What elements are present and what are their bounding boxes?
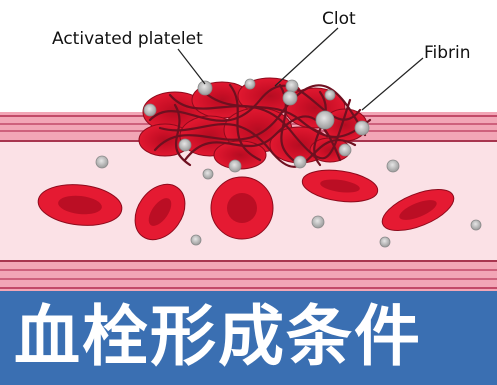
activated-platelet: [325, 90, 335, 100]
activated-platelet: [294, 156, 306, 168]
activated-platelet: [179, 139, 191, 151]
activated-platelet: [144, 104, 156, 116]
activated-platelet-label: Activated platelet: [52, 29, 203, 49]
platelet: [312, 216, 324, 228]
platelet: [191, 235, 201, 245]
fibrin-label: Fibrin: [424, 43, 471, 63]
activated-platelet: [286, 80, 298, 92]
platelet: [380, 237, 390, 247]
lower-vessel-wall: [0, 260, 497, 291]
red-blood-cell: [211, 177, 273, 239]
platelet: [203, 169, 213, 179]
platelet: [387, 160, 399, 172]
platelet: [471, 220, 481, 230]
title-banner: 血栓形成条件: [0, 291, 497, 385]
activated-platelet: [355, 121, 369, 135]
activated-platelet: [229, 160, 241, 172]
activated-platelet: [316, 111, 334, 129]
activated-platelet: [339, 144, 351, 156]
platelet: [96, 156, 108, 168]
banner-title: 血栓形成条件: [14, 297, 422, 377]
activated-platelet: [283, 91, 297, 105]
clot-label: Clot: [322, 9, 356, 29]
activated-platelet: [245, 79, 255, 89]
